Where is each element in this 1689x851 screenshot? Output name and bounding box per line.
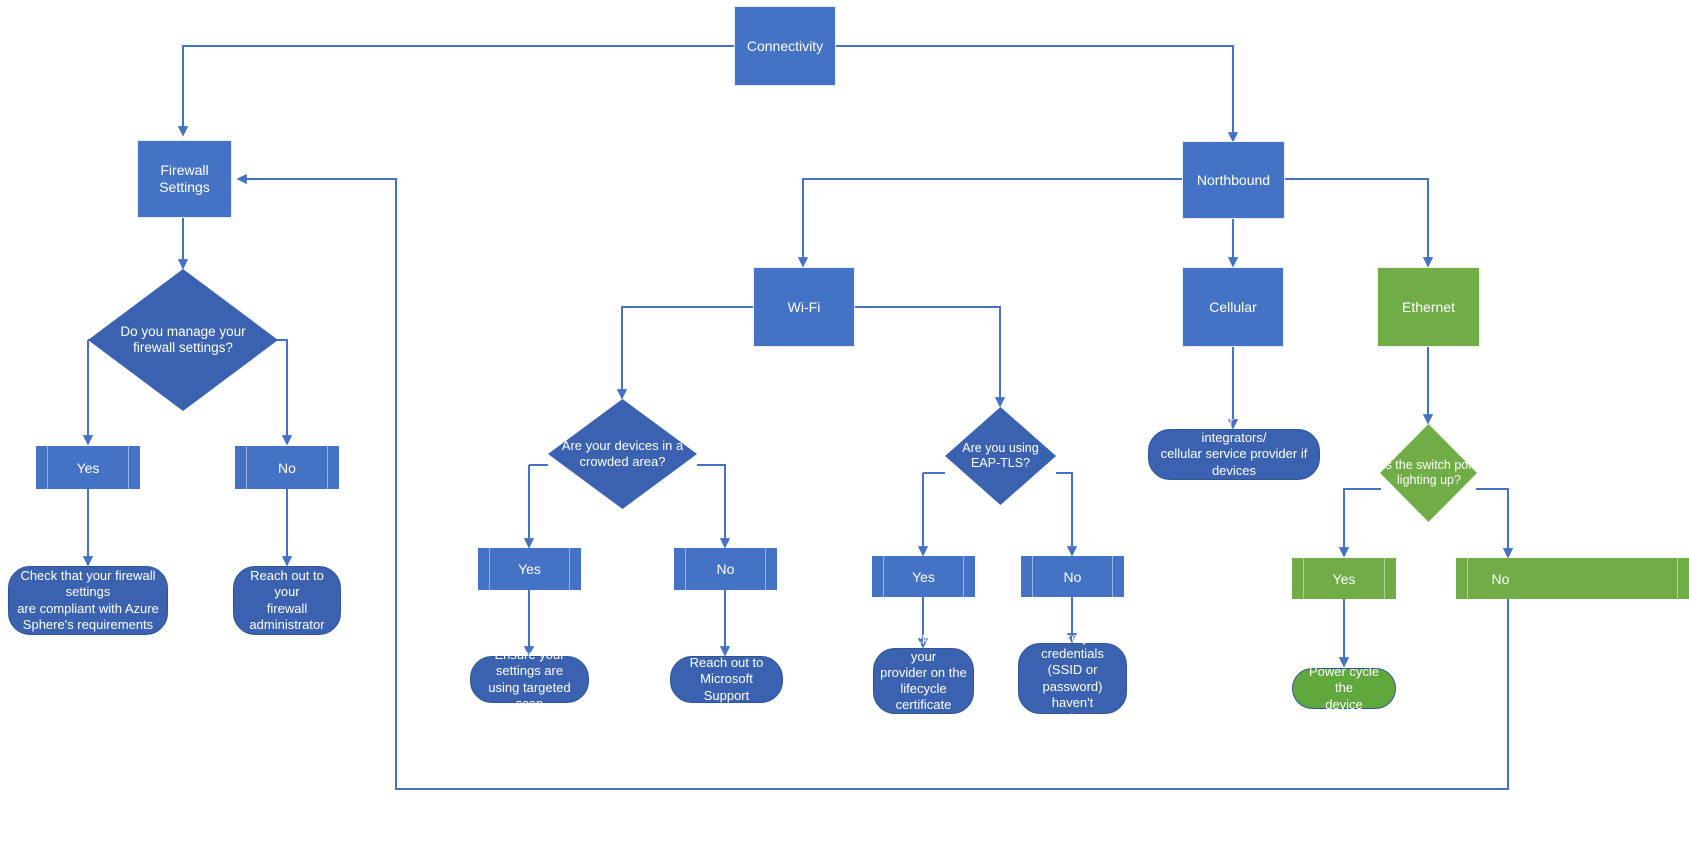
node-cellular-label: Cellular bbox=[1209, 298, 1257, 315]
node-switchport-yes-label: Yes bbox=[1332, 570, 1356, 587]
node-crowded-yes-label: Yes bbox=[518, 561, 541, 577]
node-firewall-yes[interactable]: Yes bbox=[36, 446, 140, 489]
node-cellular[interactable]: Cellular bbox=[1182, 267, 1284, 347]
node-crowded-no-label: No bbox=[716, 561, 735, 577]
edge-wifi-crowded bbox=[616, 306, 753, 400]
node-decision-switch-port[interactable]: Is the switch port lighting up? bbox=[1380, 424, 1477, 522]
node-decision-eap-tls[interactable]: Are you using EAP-TLS? bbox=[945, 407, 1056, 505]
edge-northbound-wifi bbox=[797, 178, 1182, 268]
node-decision-eap-tls-label: Are you using EAP-TLS? bbox=[962, 441, 1039, 470]
node-term-lifecycle-certificate[interactable]: Check with your provider on the lifecycl… bbox=[873, 632, 974, 729]
edge-connectivity-northbound bbox=[836, 45, 1239, 143]
node-decision-crowded-area[interactable]: Are your devices in a crowded area? bbox=[548, 399, 697, 509]
node-term-systems-integrators[interactable]: Ask your systems integrators/ cellular s… bbox=[1148, 414, 1320, 494]
node-ethernet-label: Ethernet bbox=[1402, 298, 1455, 315]
node-crowded-yes[interactable]: Yes bbox=[478, 548, 581, 590]
node-term-credentials[interactable]: Ensure your credentials (SSID or passwor… bbox=[1018, 630, 1127, 726]
node-decision-manage-firewall-label: Do you manage your firewall settings? bbox=[120, 323, 246, 355]
edge-connectivity-firewall bbox=[177, 45, 734, 137]
node-firewall-no-label: No bbox=[278, 459, 296, 476]
node-eaptls-yes-label: Yes bbox=[912, 568, 935, 585]
node-wifi[interactable]: Wi-Fi bbox=[753, 267, 855, 347]
node-firewall-yes-label: Yes bbox=[76, 459, 100, 476]
node-northbound-label: Northbound bbox=[1196, 171, 1271, 188]
edge-crowded-no bbox=[697, 464, 731, 549]
node-decision-manage-firewall[interactable]: Do you manage your firewall settings? bbox=[88, 269, 278, 411]
node-connectivity-label: Connectivity bbox=[746, 37, 824, 54]
node-crowded-no[interactable]: No bbox=[674, 548, 777, 590]
node-term-firewall-admin[interactable]: Reach out to your firewall administrator bbox=[233, 566, 341, 635]
node-eaptls-no-label: No bbox=[1063, 568, 1082, 585]
edge-eaptls-no bbox=[1056, 472, 1078, 557]
node-firewall-settings[interactable]: Firewall Settings bbox=[137, 140, 232, 218]
node-ethernet[interactable]: Ethernet bbox=[1377, 267, 1480, 347]
node-eaptls-yes[interactable]: Yes bbox=[872, 556, 975, 597]
node-firewall-settings-label: Firewall Settings bbox=[159, 162, 210, 195]
node-term-firewall-compliant[interactable]: Check that your firewall settings are co… bbox=[8, 566, 168, 635]
node-term-microsoft-support[interactable]: Reach out to Microsoft Support bbox=[670, 655, 783, 703]
node-wifi-label: Wi-Fi bbox=[787, 298, 821, 315]
node-northbound[interactable]: Northbound bbox=[1182, 141, 1285, 219]
node-decision-crowded-area-label: Are your devices in a crowded area? bbox=[561, 438, 684, 469]
node-switchport-no-label: No bbox=[1491, 570, 1510, 587]
node-term-power-cycle[interactable]: Power cycle the device bbox=[1292, 664, 1396, 712]
node-eaptls-no[interactable]: No bbox=[1021, 556, 1124, 597]
edge-wifi-eaptls bbox=[855, 306, 1006, 408]
node-connectivity[interactable]: Connectivity bbox=[734, 6, 836, 86]
node-firewall-no[interactable]: No bbox=[235, 446, 339, 489]
node-switchport-no[interactable]: No bbox=[1456, 558, 1689, 599]
node-decision-switch-port-label: Is the switch port lighting up? bbox=[1382, 458, 1476, 487]
node-term-targeted-scan[interactable]: Ensure your settings are using targeted … bbox=[470, 647, 589, 711]
node-switchport-yes[interactable]: Yes bbox=[1292, 558, 1396, 599]
diamond-shape-icon bbox=[88, 269, 278, 411]
edge-northbound-ethernet bbox=[1285, 178, 1434, 268]
